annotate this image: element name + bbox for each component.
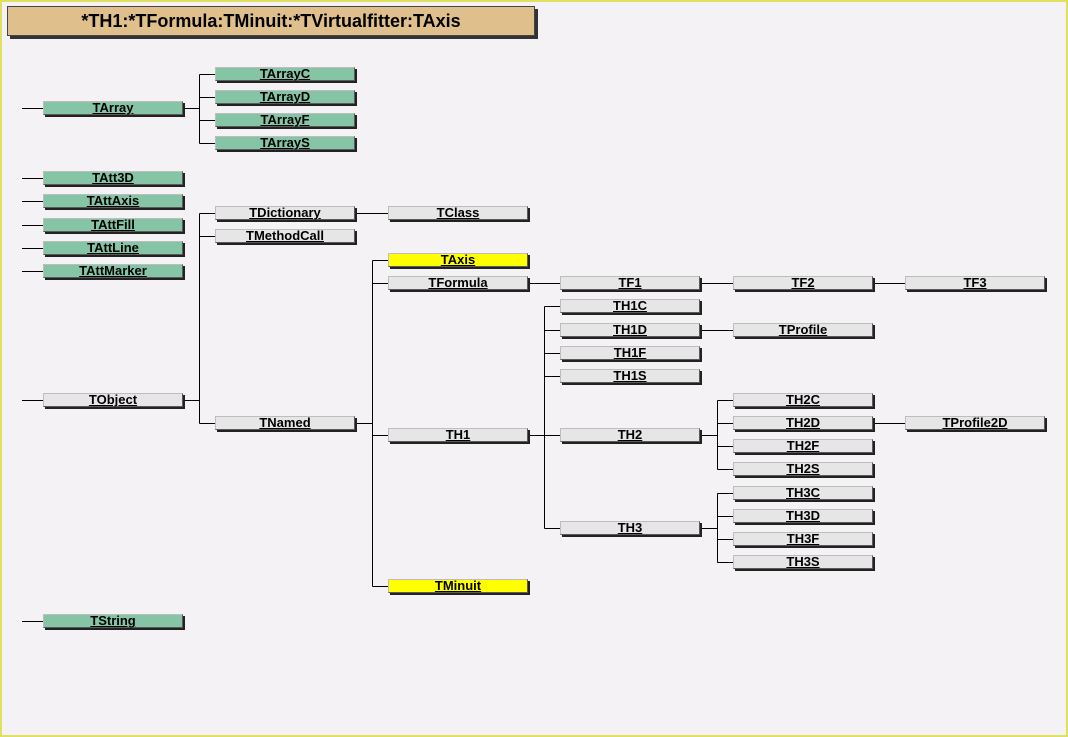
class-node-tattline[interactable]: TAttLine: [43, 241, 183, 255]
class-node-tclass[interactable]: TClass: [388, 206, 528, 220]
class-node-tarrayd[interactable]: TArrayD: [215, 90, 355, 104]
class-node-th2s[interactable]: TH2S: [733, 462, 873, 476]
class-node-taxis[interactable]: TAxis: [388, 253, 528, 267]
class-node-th2f[interactable]: TH2F: [733, 439, 873, 453]
class-node-th3d[interactable]: TH3D: [733, 509, 873, 523]
class-node-tf2[interactable]: TF2: [733, 276, 873, 290]
class-node-th3s[interactable]: TH3S: [733, 555, 873, 569]
class-node-th1c[interactable]: TH1C: [560, 299, 700, 313]
class-node-tattfill[interactable]: TAttFill: [43, 218, 183, 232]
class-node-tattmarker[interactable]: TAttMarker: [43, 264, 183, 278]
class-node-tmethodcall[interactable]: TMethodCall: [215, 229, 355, 243]
class-node-tf1[interactable]: TF1: [560, 276, 700, 290]
class-node-tformula[interactable]: TFormula: [388, 276, 528, 290]
class-node-th3[interactable]: TH3: [560, 521, 700, 535]
class-node-th3c[interactable]: TH3C: [733, 486, 873, 500]
class-node-tprofile2d[interactable]: TProfile2D: [905, 416, 1045, 430]
class-node-tdictionary[interactable]: TDictionary: [215, 206, 355, 220]
class-node-tarray[interactable]: TArray: [43, 101, 183, 115]
class-node-tobject[interactable]: TObject: [43, 393, 183, 407]
class-node-th3f[interactable]: TH3F: [733, 532, 873, 546]
class-node-tf3[interactable]: TF3: [905, 276, 1045, 290]
class-node-th1s[interactable]: TH1S: [560, 369, 700, 383]
class-node-tminuit[interactable]: TMinuit: [388, 579, 528, 593]
class-node-th1[interactable]: TH1: [388, 428, 528, 442]
class-node-tatt3d[interactable]: TAtt3D: [43, 171, 183, 185]
class-node-th2[interactable]: TH2: [560, 428, 700, 442]
class-node-tarrayf[interactable]: TArrayF: [215, 113, 355, 127]
class-node-th1d[interactable]: TH1D: [560, 323, 700, 337]
class-node-tstring[interactable]: TString: [43, 614, 183, 628]
class-node-tnamed[interactable]: TNamed: [215, 416, 355, 430]
class-node-tarrayc[interactable]: TArrayC: [215, 67, 355, 81]
class-node-tarrays[interactable]: TArrayS: [215, 136, 355, 150]
class-node-tattaxis[interactable]: TAttAxis: [43, 194, 183, 208]
class-node-th2d[interactable]: TH2D: [733, 416, 873, 430]
class-node-tprofile[interactable]: TProfile: [733, 323, 873, 337]
diagram-title: *TH1:*TFormula:TMinuit:*TVirtualfitter:T…: [7, 6, 535, 36]
class-node-th1f[interactable]: TH1F: [560, 346, 700, 360]
class-node-th2c[interactable]: TH2C: [733, 393, 873, 407]
